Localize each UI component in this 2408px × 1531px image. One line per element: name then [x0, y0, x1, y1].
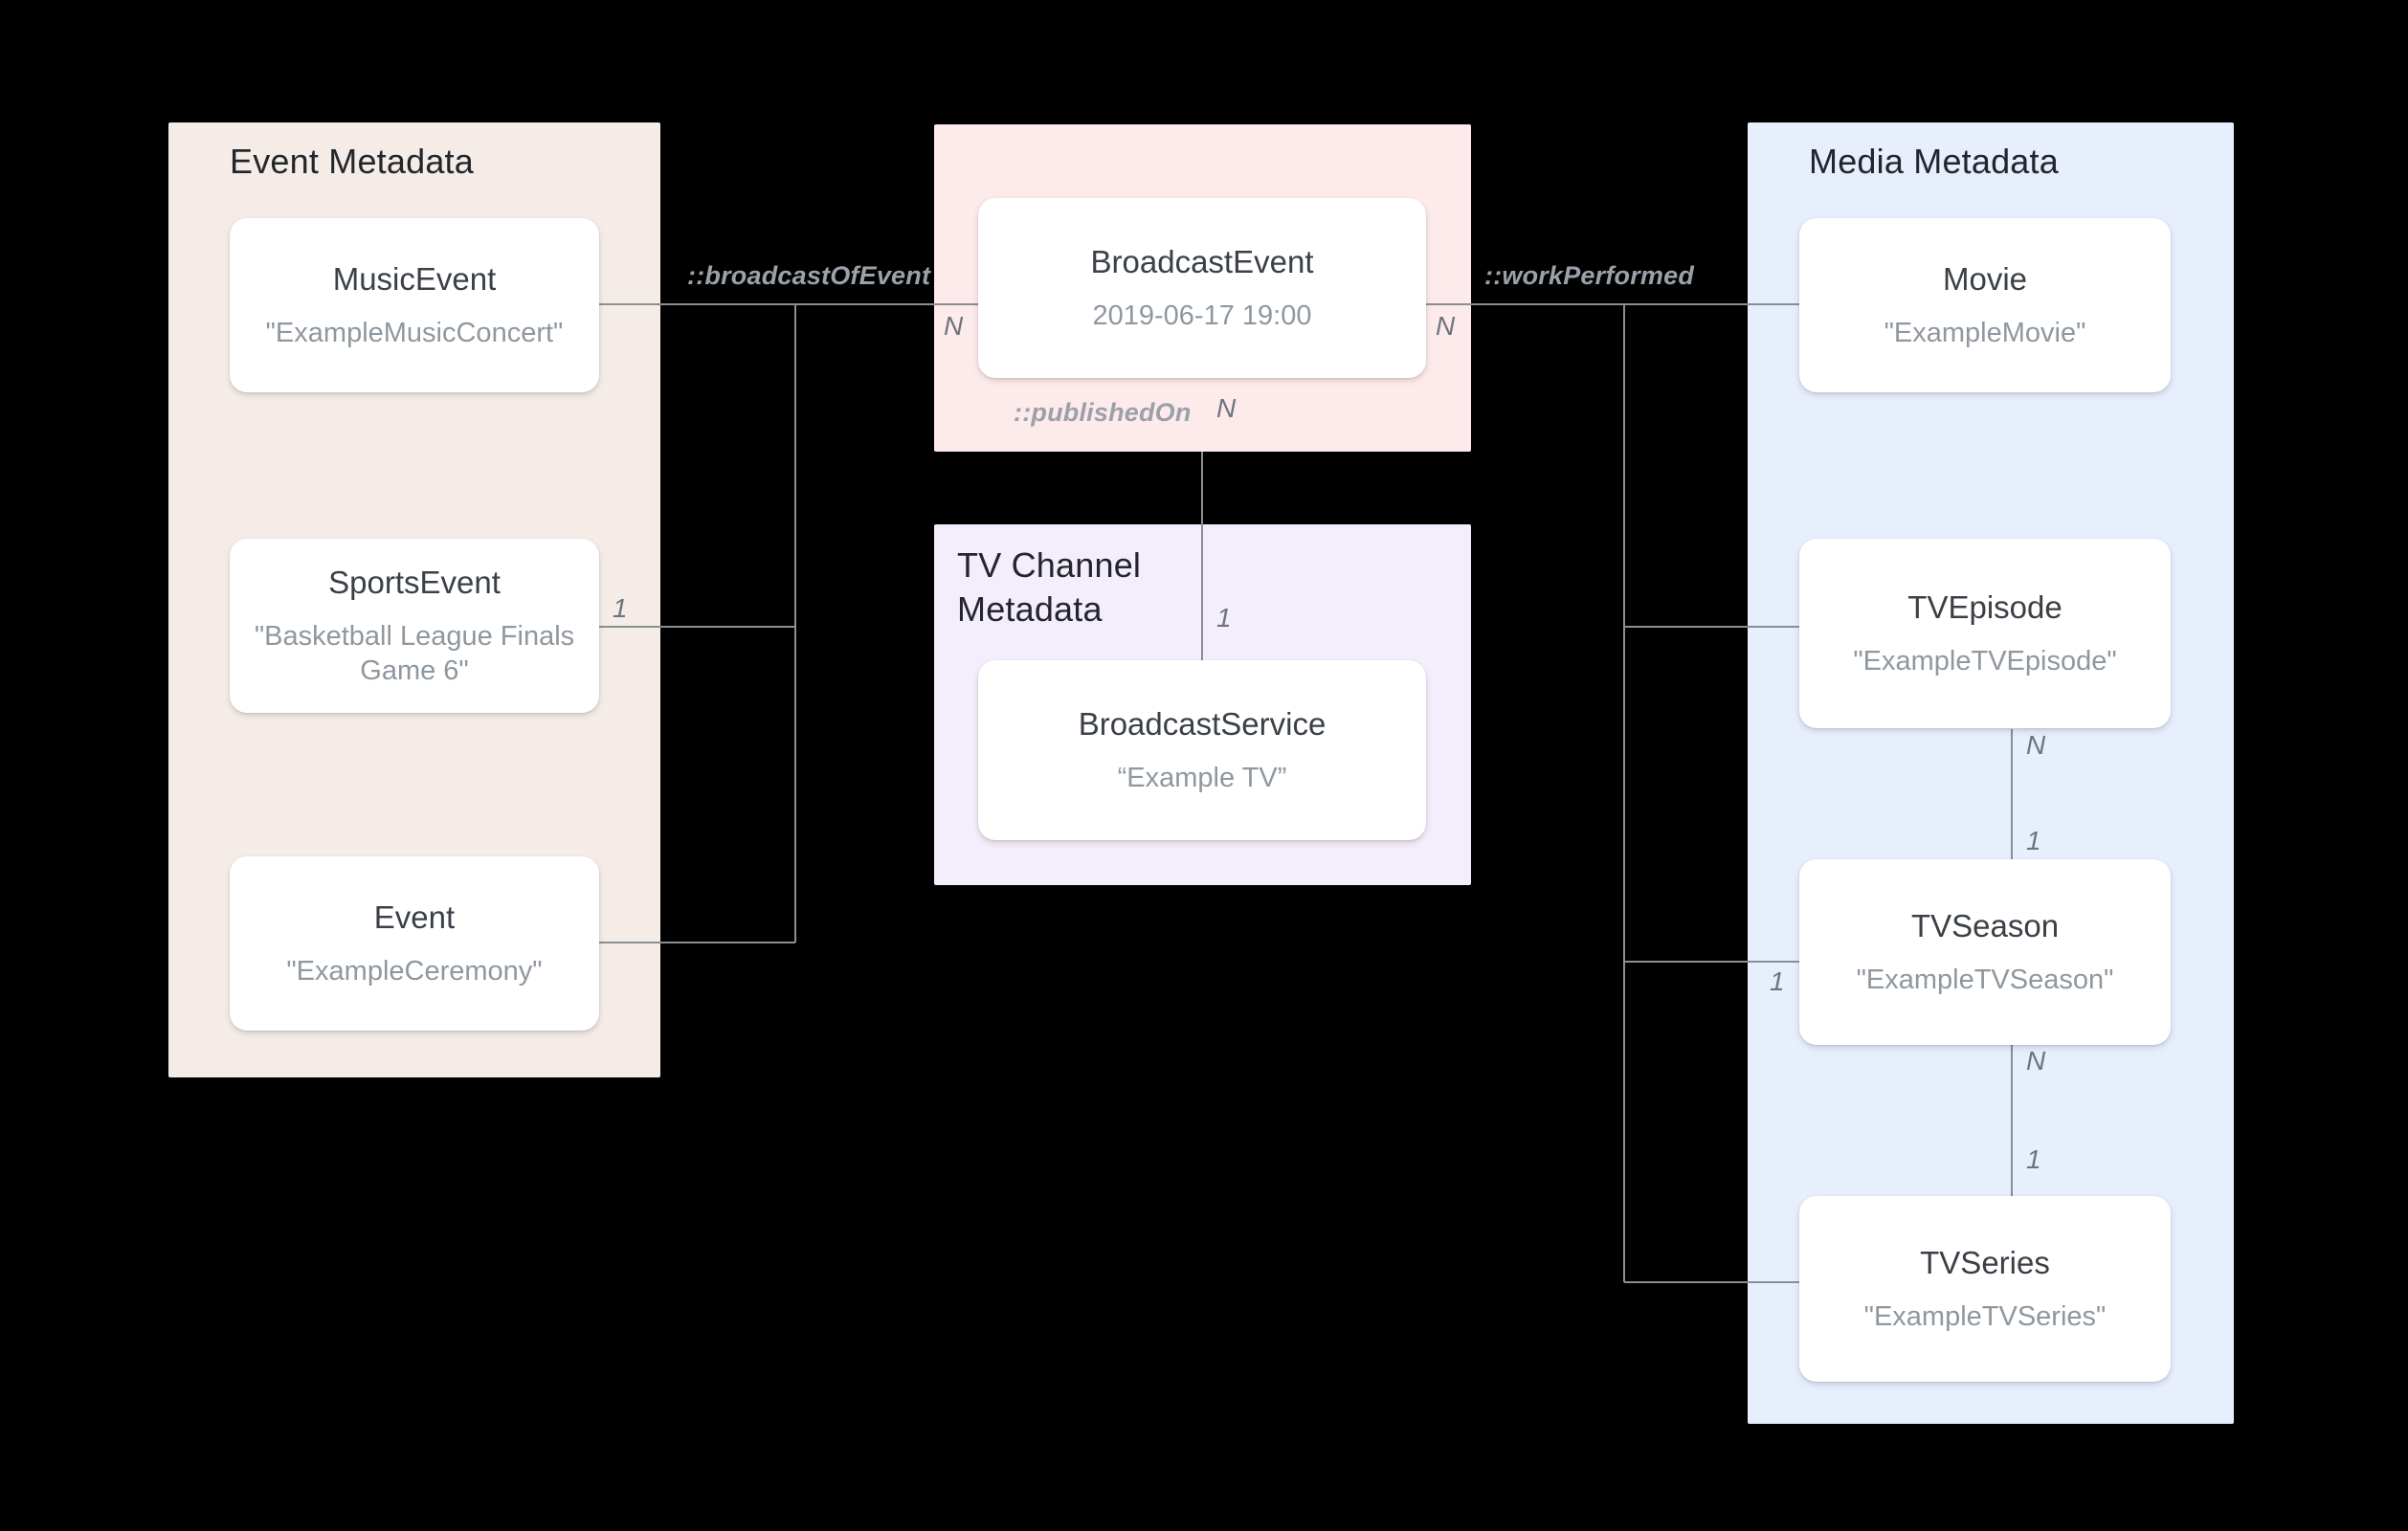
node-type-label: BroadcastEvent: [1090, 243, 1314, 279]
node-value-label: "ExampleMovie": [1884, 318, 2086, 349]
panel-title-media-metadata: Media Metadata: [1809, 142, 2059, 181]
node-type-label: SportsEvent: [328, 564, 501, 600]
relation-label-published-on: ::publishedOn: [1014, 398, 1192, 427]
multiplicity-tv-season-n: N: [2026, 1046, 2046, 1076]
relation-label-broadcast-of-event: ::broadcastOfEvent: [687, 261, 931, 290]
node-value-label: “Example TV”: [1117, 763, 1287, 794]
multiplicity-tv-episode-n: N: [2026, 730, 2046, 760]
node-value-label: "ExampleCeremony": [286, 956, 543, 987]
node-broadcast-event[interactable]: BroadcastEvent 2019-06-17 19:00: [978, 198, 1426, 378]
node-broadcast-service[interactable]: BroadcastService “Example TV”: [978, 660, 1426, 840]
multiplicity-sports-event-left: 1: [613, 593, 628, 623]
node-tv-series[interactable]: TVSeries "ExampleTVSeries": [1799, 1196, 2171, 1382]
panel-title-event-metadata: Event Metadata: [230, 142, 474, 181]
multiplicity-published-on-n: N: [1216, 393, 1237, 423]
node-type-label: Event: [373, 899, 456, 935]
node-type-label: Movie: [1942, 260, 2028, 297]
node-movie[interactable]: Movie "ExampleMovie": [1799, 218, 2171, 392]
node-value-label: "ExampleTVEpisode": [1853, 646, 2117, 677]
node-type-label: TVEpisode: [1907, 588, 2062, 625]
node-tv-season[interactable]: TVSeason "ExampleTVSeason": [1799, 859, 2171, 1045]
node-value-label: 2019-06-17 19:00: [1092, 300, 1312, 332]
relation-label-work-performed: ::workPerformed: [1484, 261, 1695, 290]
node-tv-episode[interactable]: TVEpisode "ExampleTVEpisode": [1799, 539, 2171, 728]
multiplicity-broadcast-event-right: N: [1436, 311, 1456, 341]
node-value-label: "ExampleMusicConcert": [265, 318, 564, 349]
node-value-label: "ExampleTVSeries": [1863, 1301, 2107, 1333]
multiplicity-tv-series-one: 1: [2026, 1144, 2041, 1174]
node-type-label: BroadcastService: [1078, 705, 1327, 742]
node-sports-event[interactable]: SportsEvent "Basketball League Finals Ga…: [230, 539, 599, 713]
node-type-label: TVSeries: [1920, 1244, 2050, 1280]
node-value-label: "ExampleTVSeason": [1856, 965, 2114, 996]
node-music-event[interactable]: MusicEvent "ExampleMusicConcert": [230, 218, 599, 392]
node-value-label: "Basketball League Finals Game 6": [254, 621, 575, 686]
multiplicity-tv-season-left-one: 1: [1770, 966, 1785, 996]
multiplicity-tv-season-one-top: 1: [2026, 826, 2041, 855]
multiplicity-broadcast-service-one: 1: [1216, 603, 1232, 632]
node-type-label: TVSeason: [1910, 907, 2060, 943]
panel-title-tv-channel-metadata: TV Channel Metadata: [957, 545, 1142, 630]
multiplicity-broadcast-event-left: N: [944, 311, 964, 341]
node-event[interactable]: Event "ExampleCeremony": [230, 856, 599, 1031]
node-type-label: MusicEvent: [332, 260, 497, 297]
